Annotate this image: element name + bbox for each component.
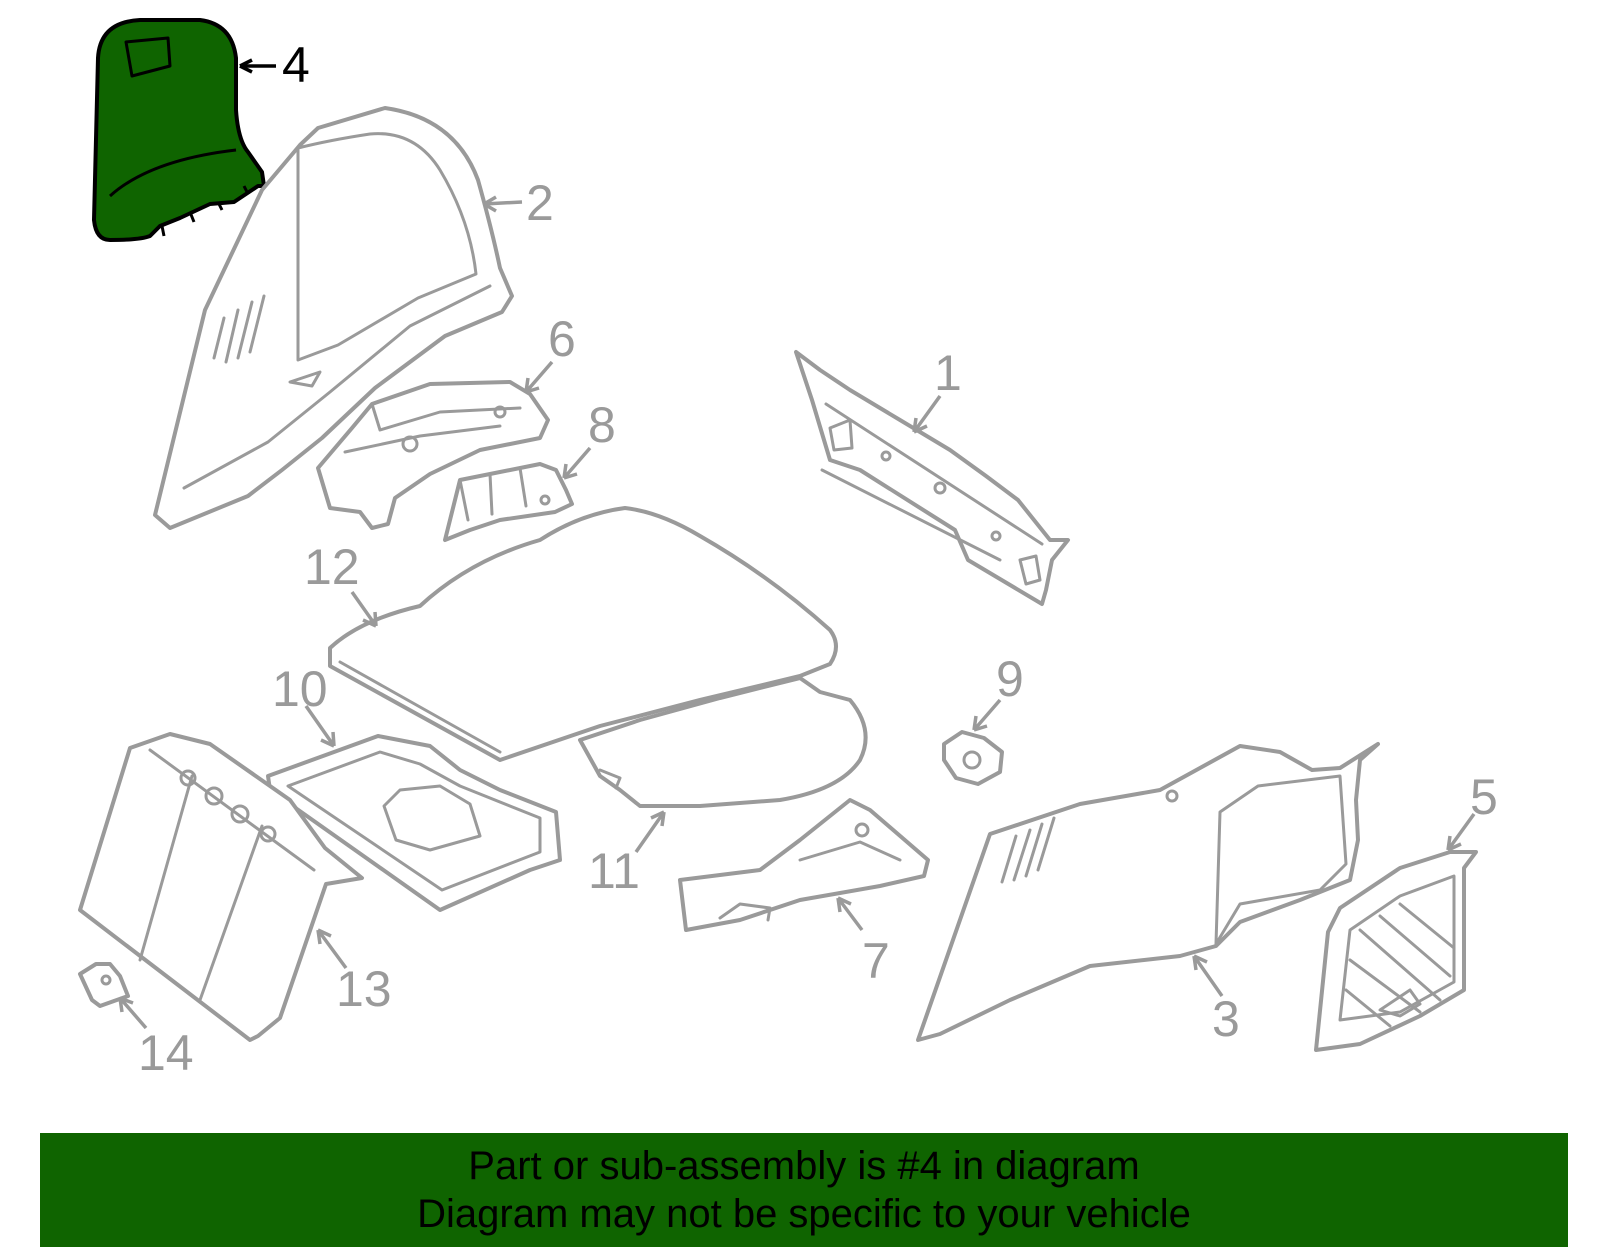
part-14-retainer[interactable] [78,962,130,1008]
leader-8 [562,446,592,480]
part-10-storage-tray[interactable] [266,734,562,912]
leader-9 [972,698,1002,732]
leader-4-arrow [239,58,253,74]
callout-10: 10 [272,661,328,717]
callout-9: 9 [996,651,1024,707]
callout-12: 12 [304,539,360,595]
callout-3: 3 [1212,991,1240,1047]
leader-2 [483,195,523,213]
leader-6 [524,360,554,394]
callout-1: 1 [934,345,962,401]
part-2-left-side-trim[interactable] [153,106,514,530]
part-5-storage-net[interactable] [1314,850,1478,1052]
parts-diagram: 4 2 6 8 1 12 10 11 9 7 13 14 3 5 [78,18,1498,1081]
leader-1 [912,394,942,434]
callout-14: 14 [138,1025,194,1081]
leader-5 [1446,812,1476,852]
part-7-right-support-bracket[interactable] [678,798,930,932]
leader-14 [118,996,148,1030]
callout-5: 5 [1470,769,1498,825]
part-3-right-side-trim[interactable] [916,742,1380,1042]
part-1-rear-panel-trim[interactable] [794,350,1070,606]
callout-8: 8 [588,397,616,453]
caption-line-1: Part or sub-assembly is #4 in diagram [468,1144,1140,1188]
leader-lines [118,58,1476,1030]
callout-6: 6 [548,311,576,367]
leader-11 [634,810,666,854]
leader-12 [350,590,378,628]
part-13-spare-compartment-panel[interactable] [78,732,364,1042]
callout-13: 13 [336,961,392,1017]
leader-7 [836,896,864,932]
part-11-rear-floor-mat[interactable] [578,676,868,808]
part-9-clip[interactable] [942,730,1004,786]
callout-labels: 4 2 6 8 1 12 10 11 9 7 13 14 3 5 [138,37,1498,1081]
leader-3 [1192,954,1224,998]
leader-10 [304,704,336,748]
part-8-bracket[interactable] [443,462,574,542]
callout-7: 7 [862,933,890,989]
part-12-floor-cover[interactable] [328,506,838,762]
caption-line-2: Diagram may not be specific to your vehi… [417,1192,1191,1236]
callout-11: 11 [588,843,640,899]
part-6-left-support-bracket[interactable] [316,380,550,530]
part-4-side-cover[interactable] [92,18,266,242]
callout-4: 4 [282,37,310,93]
callout-2: 2 [526,175,554,231]
leader-13 [316,928,348,970]
caption-banner: Part or sub-assembly is #4 in diagram Di… [40,1133,1568,1247]
